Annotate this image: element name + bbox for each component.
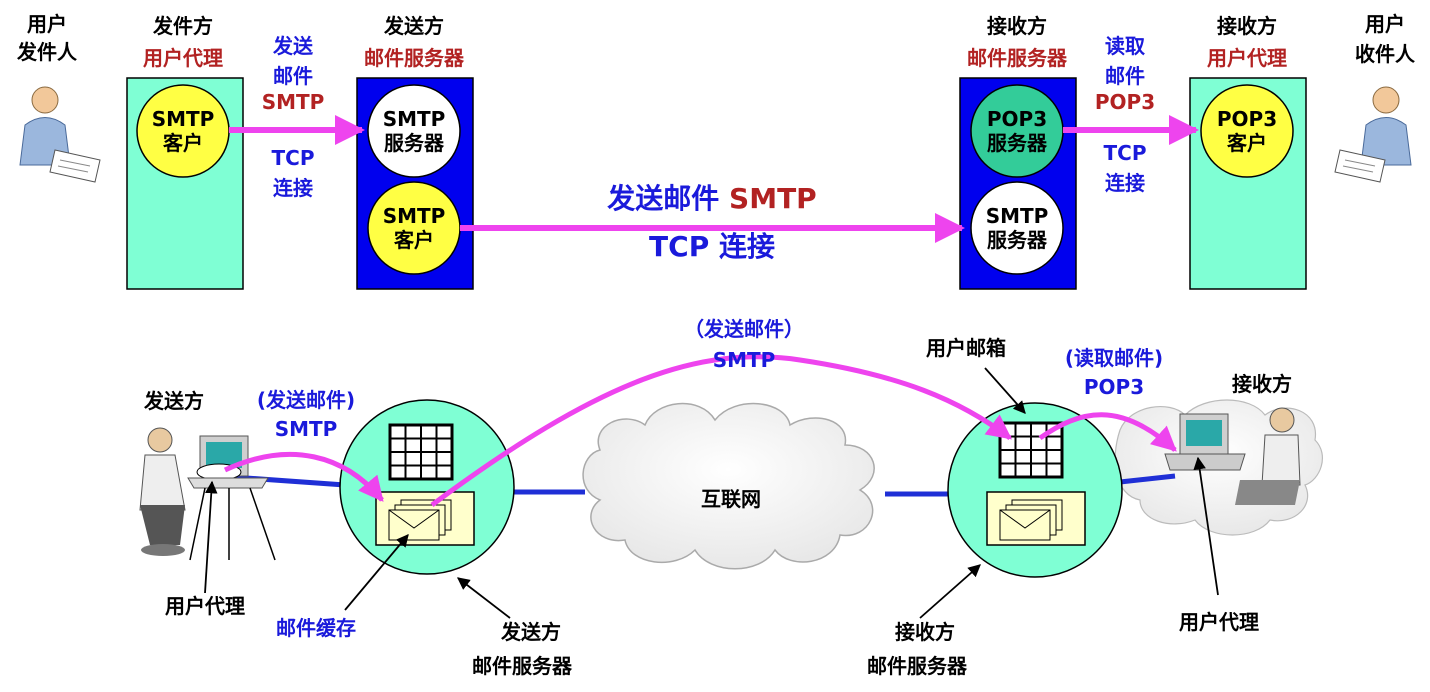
sender-server-subtitle: 邮件服务器 bbox=[364, 46, 464, 70]
link3-tcp: TCP bbox=[1103, 141, 1147, 165]
pointer-sender-server bbox=[457, 577, 511, 619]
arc-note-2: SMTP bbox=[712, 348, 776, 372]
link1-label-2: 邮件 bbox=[273, 64, 313, 88]
recv-server-subtitle: 邮件服务器 bbox=[967, 46, 1067, 70]
mid-label-tcp: TCP 连接 bbox=[649, 230, 775, 263]
pointer-mailbox bbox=[984, 367, 1026, 414]
receiver-workstation-icon bbox=[1164, 407, 1301, 505]
sender-ua-title: 发件方 bbox=[153, 14, 213, 38]
bottom-arrow-relay bbox=[430, 354, 1012, 508]
pop3-client-circle bbox=[1200, 84, 1294, 178]
sender-server-label-1: 发送方 bbox=[501, 620, 561, 644]
recv-server-title: 接收方 bbox=[987, 14, 1047, 38]
smtp-server-circle bbox=[367, 84, 461, 178]
sender-mail-cache-icon bbox=[375, 491, 475, 546]
send-note-1: (发送邮件) bbox=[256, 388, 356, 412]
read-note-2: POP3 bbox=[1083, 375, 1145, 399]
recv-server-label-1: 接收方 bbox=[895, 620, 955, 644]
internet-label: 互联网 bbox=[701, 487, 761, 511]
internet-cloud bbox=[582, 402, 875, 570]
recv-ua-title: 接收方 bbox=[1217, 14, 1277, 38]
sender-workstation-icon bbox=[139, 427, 276, 561]
recv-smtp-server-circle bbox=[970, 181, 1064, 275]
send-note-2: SMTP bbox=[274, 417, 338, 441]
pointer-mail-cache bbox=[344, 534, 409, 611]
link3-conn: 连接 bbox=[1105, 171, 1145, 195]
ua-left-label: 用户代理 bbox=[165, 594, 245, 618]
mail-cache-label: 邮件缓存 bbox=[276, 616, 356, 640]
mid-label-send: 发送邮件 SMTP bbox=[607, 182, 817, 215]
bottom-receiver-label: 接收方 bbox=[1232, 372, 1292, 396]
bottom-arrow-send bbox=[223, 451, 384, 502]
recv-person-label-2: 收件人 bbox=[1355, 42, 1415, 66]
arc-note-1: （发送邮件） bbox=[684, 317, 804, 341]
sender-person-icon bbox=[19, 86, 101, 183]
link3-label-2: 邮件 bbox=[1105, 64, 1145, 88]
ua-right-label: 用户代理 bbox=[1179, 610, 1259, 634]
link1-conn: 连接 bbox=[273, 176, 313, 200]
link3-protocol: POP3 bbox=[1094, 90, 1156, 114]
net-line-4 bbox=[1119, 473, 1176, 485]
bottom-sender-label: 发送方 bbox=[144, 389, 204, 413]
sender-person-label-1: 用户 bbox=[27, 12, 67, 36]
recv-person-label-1: 用户 bbox=[1365, 12, 1405, 36]
link3-label-1: 读取 bbox=[1105, 34, 1145, 58]
sender-server-title: 发送方 bbox=[384, 14, 444, 38]
sender-server-label-2: 邮件服务器 bbox=[472, 654, 572, 678]
pointer-ua-left bbox=[204, 480, 218, 594]
pointer-recv-server bbox=[919, 564, 981, 619]
recv-ua-subtitle: 用户代理 bbox=[1207, 46, 1287, 70]
recv-server-label-2: 邮件服务器 bbox=[867, 654, 967, 678]
sender-mailbox-grid-icon bbox=[388, 423, 454, 481]
bottom-arrow-read bbox=[1038, 412, 1177, 452]
mailbox-label: 用户邮箱 bbox=[926, 336, 1006, 360]
link1-label-1: 发送 bbox=[273, 34, 313, 58]
pointer-ua-right bbox=[1193, 456, 1219, 596]
link1-tcp: TCP bbox=[271, 146, 315, 170]
sender-ua-subtitle: 用户代理 bbox=[143, 46, 223, 70]
link1-protocol: SMTP bbox=[261, 90, 325, 114]
receiver-person-icon bbox=[1334, 86, 1412, 183]
sender-person-label-2: 发件人 bbox=[17, 40, 77, 64]
recv-mail-cache-icon bbox=[986, 491, 1086, 546]
read-note-1: (读取邮件) bbox=[1064, 346, 1164, 370]
